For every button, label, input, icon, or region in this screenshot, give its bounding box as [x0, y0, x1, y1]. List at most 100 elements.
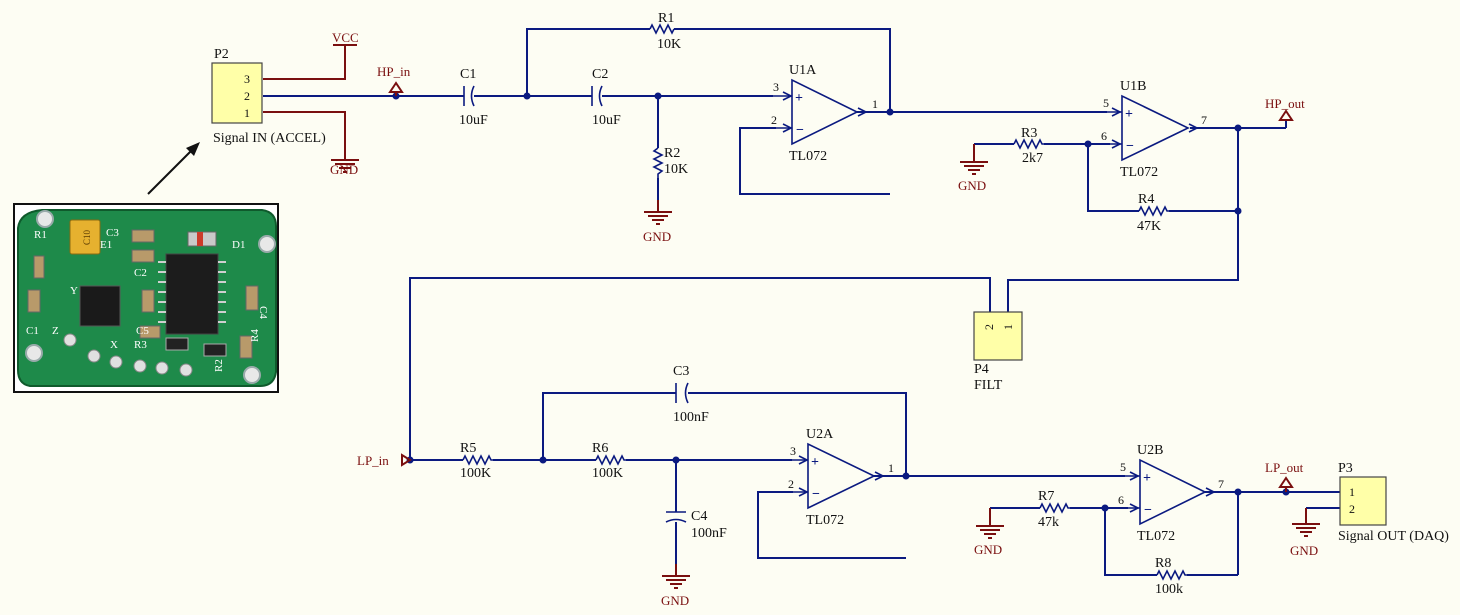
- capacitor-c3: C3 100nF: [673, 364, 709, 425]
- silkscreen-label: E1: [100, 239, 112, 251]
- gnd-label: GND: [661, 593, 689, 608]
- capacitor-c4-ref: C4: [691, 509, 707, 524]
- connector-p4: 2 1 P4 FILT: [973, 311, 1023, 393]
- gnd-label: GND: [958, 178, 986, 193]
- gnd-label: GND: [974, 542, 1002, 557]
- svg-text:+: +: [795, 91, 803, 106]
- opamp-u2b-ref: U2B: [1137, 443, 1163, 458]
- resistor-r8-value: 100k: [1155, 582, 1183, 597]
- silkscreen-label: C2: [134, 267, 147, 279]
- capacitor-c1: C1 10uF: [459, 67, 488, 128]
- resistor-r6-ref: R6: [592, 441, 608, 456]
- connector-p2-pin: 1: [244, 106, 250, 120]
- gnd-label: GND: [330, 162, 358, 177]
- port-lp-in: LP_in: [357, 453, 412, 468]
- silkscreen-label: R1: [34, 229, 47, 241]
- vcc-label: VCC: [332, 30, 359, 45]
- silkscreen-label: D1: [232, 239, 245, 251]
- silkscreen-label: Z: [52, 325, 59, 337]
- accelerometer-board-photo: C10: [13, 203, 279, 393]
- resistor-r1-value: 10K: [657, 37, 681, 52]
- capacitor-c1-ref: C1: [460, 67, 476, 82]
- pointer-arrow: [147, 142, 200, 195]
- opamp-u1b-part: TL072: [1120, 165, 1158, 180]
- resistor-r6: R6 100K: [592, 441, 626, 481]
- silkscreen-label: C1: [26, 325, 39, 337]
- connector-p3-desc: Signal OUT (DAQ): [1338, 529, 1449, 544]
- resistor-r7-value: 47k: [1038, 515, 1059, 530]
- connector-p2-desc: Signal IN (ACCEL): [213, 131, 326, 146]
- port-hp-in-label: HP_in: [377, 64, 411, 79]
- svg-text:+: +: [1125, 107, 1133, 122]
- opamp-u2b: + − 5 6 7 U2B TL072: [1118, 443, 1224, 544]
- connector-p2-pin: 2: [244, 89, 250, 103]
- resistor-r1-ref: R1: [658, 11, 674, 26]
- capacitor-c2-value: 10uF: [592, 113, 621, 128]
- resistor-r5-ref: R5: [460, 441, 476, 456]
- connector-p2-pin: 3: [244, 72, 250, 86]
- svg-text:+: +: [811, 455, 819, 470]
- port-lp-out: LP_out: [1265, 460, 1304, 492]
- opamp-u2a-pin: 1: [888, 461, 894, 475]
- resistor-r7: R7 47k: [1038, 489, 1070, 530]
- connector-p3-pin: 1: [1349, 485, 1355, 499]
- resistor-r6-value: 100K: [592, 466, 623, 481]
- resistor-r2: R2 10K: [652, 146, 688, 178]
- connector-p4-desc: FILT: [974, 378, 1003, 393]
- svg-text:−: −: [1144, 503, 1152, 518]
- silkscreen-label: X: [110, 339, 118, 351]
- connector-p4-pin: 2: [982, 324, 996, 330]
- capacitor-c2: C2 10uF: [591, 67, 621, 128]
- opamp-u2b-part: TL072: [1137, 529, 1175, 544]
- opamp-u1b-pin: 7: [1201, 113, 1207, 127]
- connector-p3-ref: P3: [1338, 461, 1353, 476]
- capacitor-c3-ref: C3: [673, 364, 689, 379]
- connector-p4-ref: P4: [974, 362, 989, 377]
- gnd-label: GND: [1290, 543, 1318, 558]
- silkscreen-label: Y: [70, 285, 78, 297]
- opamp-u1a-pin: 1: [872, 97, 878, 111]
- connector-p2-ref: P2: [214, 47, 229, 62]
- opamp-u2b-pin: 5: [1120, 460, 1126, 474]
- port-hp-out: HP_out: [1265, 96, 1305, 121]
- capacitor-c1-value: 10uF: [459, 113, 488, 128]
- silkscreen-label: C3: [106, 227, 119, 239]
- opamp-u2a-pin: 3: [790, 444, 796, 458]
- opamp-u1b-ref: U1B: [1120, 79, 1146, 94]
- port-hp-out-label: HP_out: [1265, 96, 1305, 111]
- capacitor-c4: C4 100nF: [665, 509, 727, 541]
- connector-p3-pin: 2: [1349, 502, 1355, 516]
- silkscreen-label: R3: [134, 339, 147, 351]
- gnd-label: GND: [643, 229, 671, 244]
- resistor-r8-ref: R8: [1155, 556, 1171, 571]
- gnd-symbol-c4: GND: [661, 563, 691, 608]
- connector-p2: P2 3 2 1 Signal IN (ACCEL): [211, 47, 326, 146]
- gnd-symbol-r2: GND: [643, 199, 673, 244]
- resistor-r8: R8 100k: [1155, 556, 1187, 597]
- silkscreen-label: R2: [213, 359, 225, 372]
- resistor-r4-value: 47K: [1137, 219, 1161, 234]
- resistor-r1: R1 10K: [649, 11, 681, 52]
- opamp-u1b: + − 5 6 7 U1B TL072: [1101, 79, 1207, 180]
- opamp-u1b-pin: 6: [1101, 129, 1107, 143]
- opamp-u2a-part: TL072: [806, 513, 844, 528]
- capacitor-c2-ref: C2: [592, 67, 608, 82]
- capacitor-c4-value: 100nF: [691, 526, 727, 541]
- silkscreen-label: C5: [136, 325, 149, 337]
- port-lp-out-label: LP_out: [1265, 460, 1304, 475]
- port-hp-in: HP_in: [377, 64, 411, 96]
- port-lp-in-label: LP_in: [357, 453, 389, 468]
- gnd-symbol-p3: GND: [1290, 511, 1321, 558]
- connector-p4-pin: 1: [1001, 324, 1015, 330]
- chip-marking: C10: [82, 229, 92, 245]
- opamp-u2a-pin: 2: [788, 477, 794, 491]
- opamp-u1a-part: TL072: [789, 149, 827, 164]
- wires: [263, 28, 1340, 576]
- opamp-u1a: + − 3 2 1 U1A TL072: [771, 63, 878, 164]
- svg-text:−: −: [1126, 139, 1134, 154]
- opamp-u2a-ref: U2A: [806, 427, 834, 442]
- resistor-r3-value: 2k7: [1022, 151, 1043, 166]
- opamp-u1a-ref: U1A: [789, 63, 817, 78]
- silkscreen-label: C4: [257, 306, 269, 319]
